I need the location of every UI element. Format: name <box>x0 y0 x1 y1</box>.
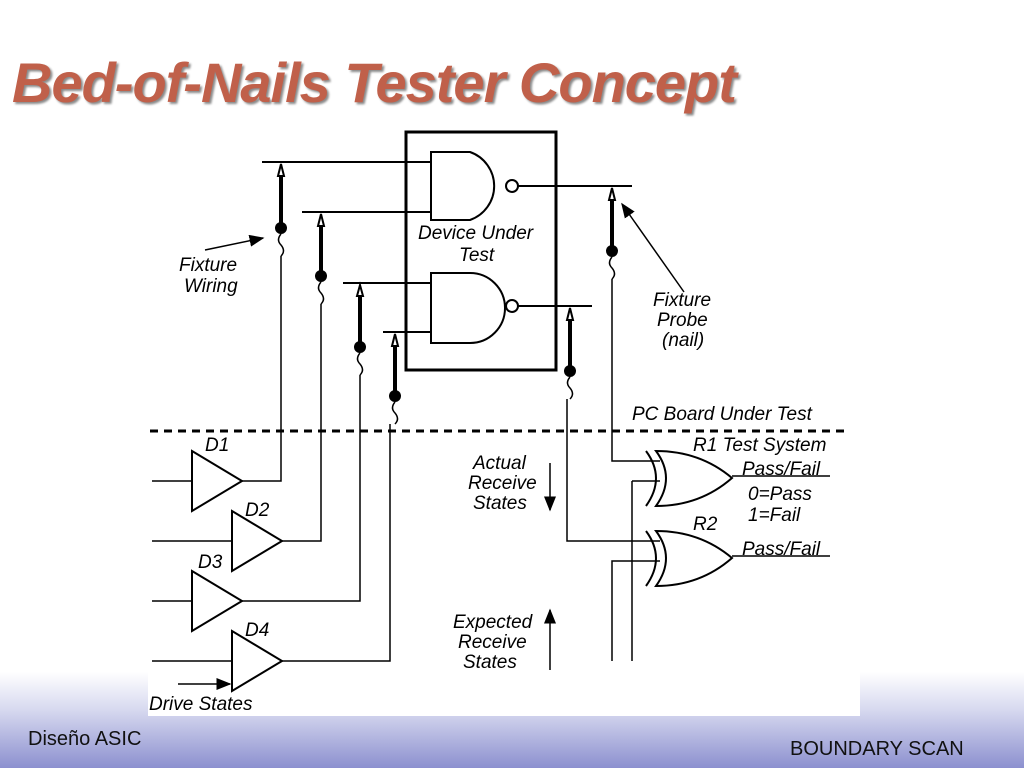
device-under-test-label-line2: Test <box>459 245 495 266</box>
slide-title: Bed-of-Nails Tester Concept <box>12 51 737 114</box>
expected-receive-label-line2: Receive <box>458 632 527 653</box>
nand-gate-bottom <box>430 272 506 344</box>
pass-fail-1-label: Pass/Fail <box>742 459 821 480</box>
driver-d1-label: D1 <box>205 435 229 456</box>
pass-legend-label: 0=Pass <box>748 484 812 505</box>
fail-legend-label: 1=Fail <box>748 505 801 526</box>
footer-course-label: Diseño ASIC <box>28 728 142 750</box>
comparator-r1 <box>654 449 734 508</box>
driver-d4-label: D4 <box>245 620 269 641</box>
r2-label: R2 <box>693 514 718 535</box>
expected-receive-label-line3: States <box>463 652 517 673</box>
actual-receive-label-line1: Actual <box>472 453 527 474</box>
footer-topic-label: BOUNDARY SCAN <box>790 738 964 760</box>
actual-receive-label-line3: States <box>473 493 527 514</box>
device-under-test-label-line1: Device Under <box>418 223 534 244</box>
test-system-label: R1 Test System <box>693 435 826 456</box>
driver-d1 <box>191 449 244 513</box>
drive-states-label: Drive States <box>149 694 253 715</box>
bed-of-nails-diagram: Device Under Test Fixture Wiring Fixture… <box>148 128 860 716</box>
driver-d3 <box>191 569 244 633</box>
comparator-r2 <box>654 529 734 588</box>
fixture-probe-label-line2: Probe <box>657 310 708 331</box>
fixture-wiring-label-line1: Fixture <box>179 255 237 276</box>
fixture-probe-label-line3: (nail) <box>662 330 704 351</box>
nand-gate-top <box>430 151 496 221</box>
device-under-test-box <box>404 130 558 372</box>
diagram-background <box>148 128 860 716</box>
driver-d2 <box>231 509 284 573</box>
actual-receive-label-line2: Receive <box>468 473 537 494</box>
pass-fail-2-label: Pass/Fail <box>742 539 821 560</box>
fixture-probe-label-line1: Fixture <box>653 290 711 311</box>
driver-d2-label: D2 <box>245 500 270 521</box>
fixture-wiring-label-line2: Wiring <box>184 276 238 297</box>
pc-board-label: PC Board Under Test <box>632 404 813 425</box>
expected-receive-label-line1: Expected <box>453 612 534 633</box>
driver-d3-label: D3 <box>198 552 223 573</box>
driver-d4 <box>231 629 284 693</box>
